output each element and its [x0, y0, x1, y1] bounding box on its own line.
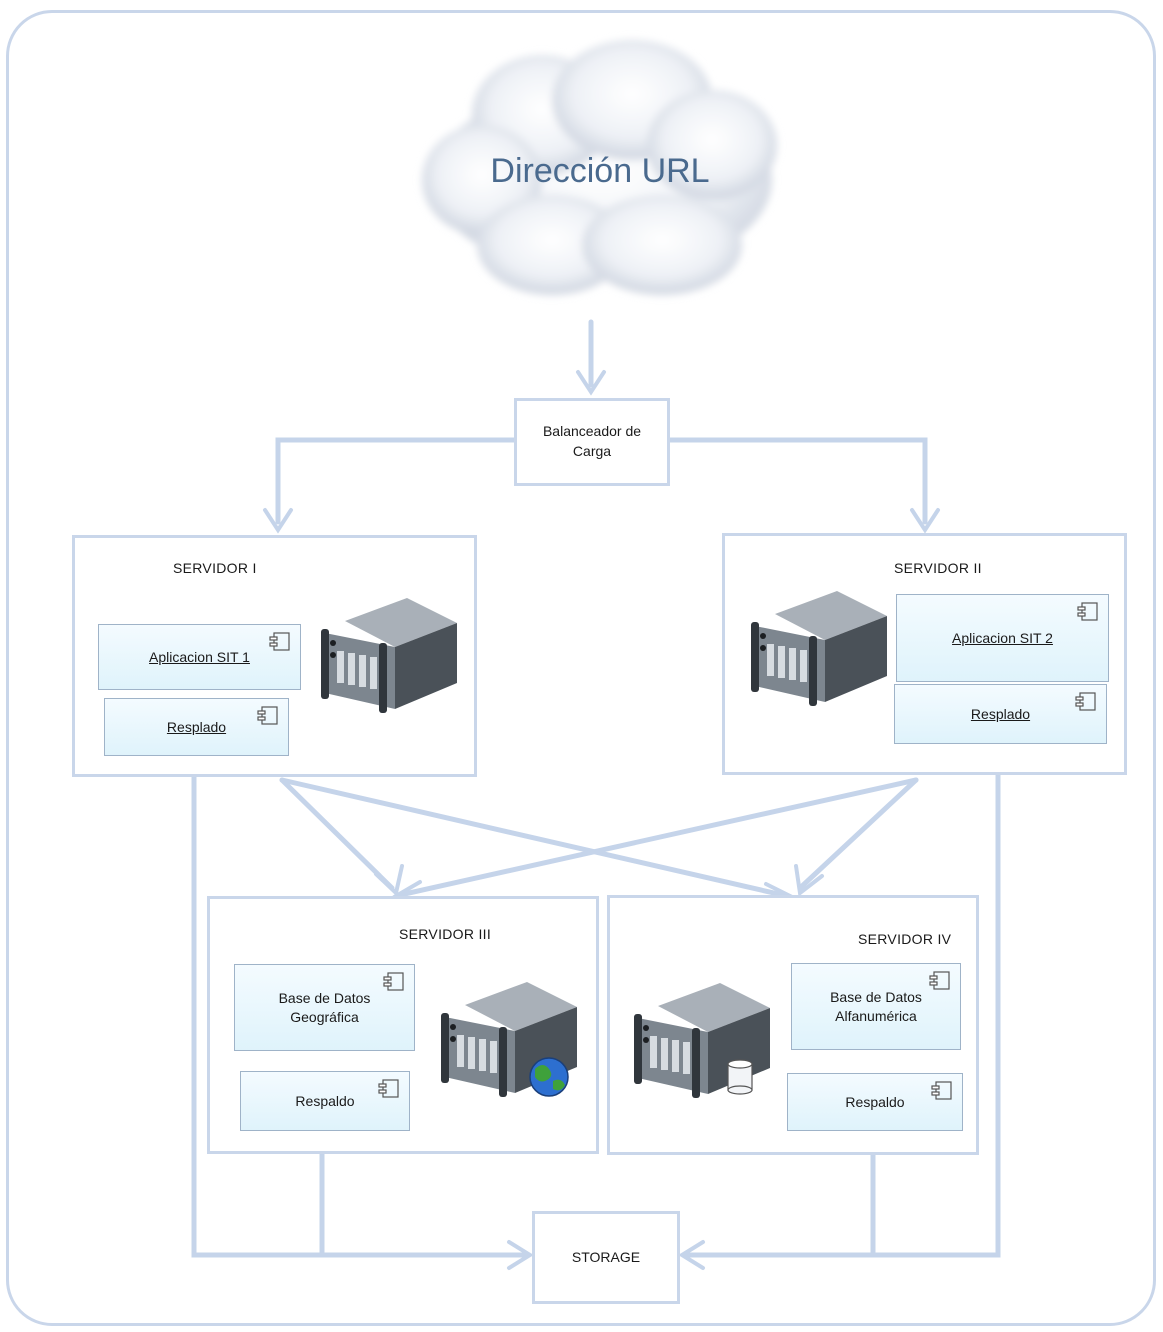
component-icon: [1077, 602, 1098, 621]
db-server-icon: [634, 983, 770, 1098]
servidor-3-box: SERVIDOR III Base de Datos Geográfica Re…: [207, 896, 599, 1154]
cloud-icon: [422, 40, 777, 295]
component-resplado-1: Resplado: [104, 698, 289, 756]
connector-s2-s4: [797, 777, 919, 891]
component-icon: [929, 971, 950, 990]
connector-s1-s3: [279, 777, 395, 891]
component-bd-alfanumerica: Base de Datos Alfanumérica: [791, 963, 961, 1050]
component-label: Resplado: [970, 705, 1031, 722]
component-respaldo-4: Respaldo: [787, 1073, 963, 1131]
servidor-2-title: SERVIDOR II: [894, 560, 982, 576]
component-icon: [1075, 692, 1096, 711]
component-icon: [257, 706, 278, 725]
servidor-3-title: SERVIDOR III: [399, 926, 492, 942]
component-aplicacion-sit-1: Aplicacion SIT 1: [98, 624, 301, 690]
arrowhead: [507, 1240, 534, 1270]
arrowhead: [678, 1240, 705, 1270]
connector-s1-backup-storage: [191, 750, 529, 1258]
arrowhead: [263, 508, 293, 534]
component-icon: [383, 972, 404, 991]
connector-balancer-s1: [275, 437, 519, 525]
component-resplado-2: Resplado: [894, 684, 1107, 744]
component-label: Resplado: [166, 718, 227, 735]
component-label: Base de Datos Alfanumérica: [830, 988, 922, 1024]
connector-s1-s4: [279, 777, 790, 899]
component-respaldo-3: Respaldo: [240, 1071, 410, 1131]
connector-s2-s3: [397, 777, 919, 898]
servidor-4-box: SERVIDOR IV Base de Datos Alfanumérica R…: [607, 895, 979, 1155]
component-label: Base de Datos Geográfica: [278, 989, 371, 1025]
arrowhead: [374, 864, 404, 897]
server-icon: [751, 591, 887, 706]
connector-balancer-s2: [665, 437, 928, 525]
storage-label: STORAGE: [571, 1248, 641, 1265]
geo-server-icon: [441, 982, 577, 1097]
load-balancer-label: Balanceador de Carga: [542, 423, 642, 459]
server-icon: [321, 598, 457, 713]
component-bd-geografica: Base de Datos Geográfica: [234, 964, 415, 1051]
component-aplicacion-sit-2: Aplicacion SIT 2: [896, 594, 1109, 682]
component-label: Aplicacion SIT 2: [952, 629, 1053, 646]
servidor-4-title: SERVIDOR IV: [858, 931, 952, 947]
storage-box: STORAGE: [532, 1211, 680, 1304]
component-icon: [378, 1079, 399, 1098]
servidor-2-box: SERVIDOR II Aplicacion SIT 2 Resplado: [722, 533, 1127, 775]
servidor-1-box: SERVIDOR I Aplicacion SIT 1 Resplado: [72, 535, 477, 777]
component-label: Aplicacion SIT 1: [149, 648, 250, 665]
component-label: Respaldo: [295, 1092, 355, 1109]
component-icon: [269, 632, 290, 651]
cloud-label: Dirección URL: [490, 152, 710, 190]
component-label: Respaldo: [845, 1093, 905, 1110]
arrowhead: [910, 508, 940, 534]
load-balancer-box: Balanceador de Carga: [514, 398, 670, 486]
connector-s2-backup-storage: [683, 739, 1001, 1258]
servidor-1-title: SERVIDOR I: [173, 560, 257, 576]
diagram-frame: [6, 10, 1156, 1326]
arrowhead: [794, 864, 824, 897]
component-icon: [931, 1081, 952, 1100]
arrowhead: [576, 370, 606, 396]
